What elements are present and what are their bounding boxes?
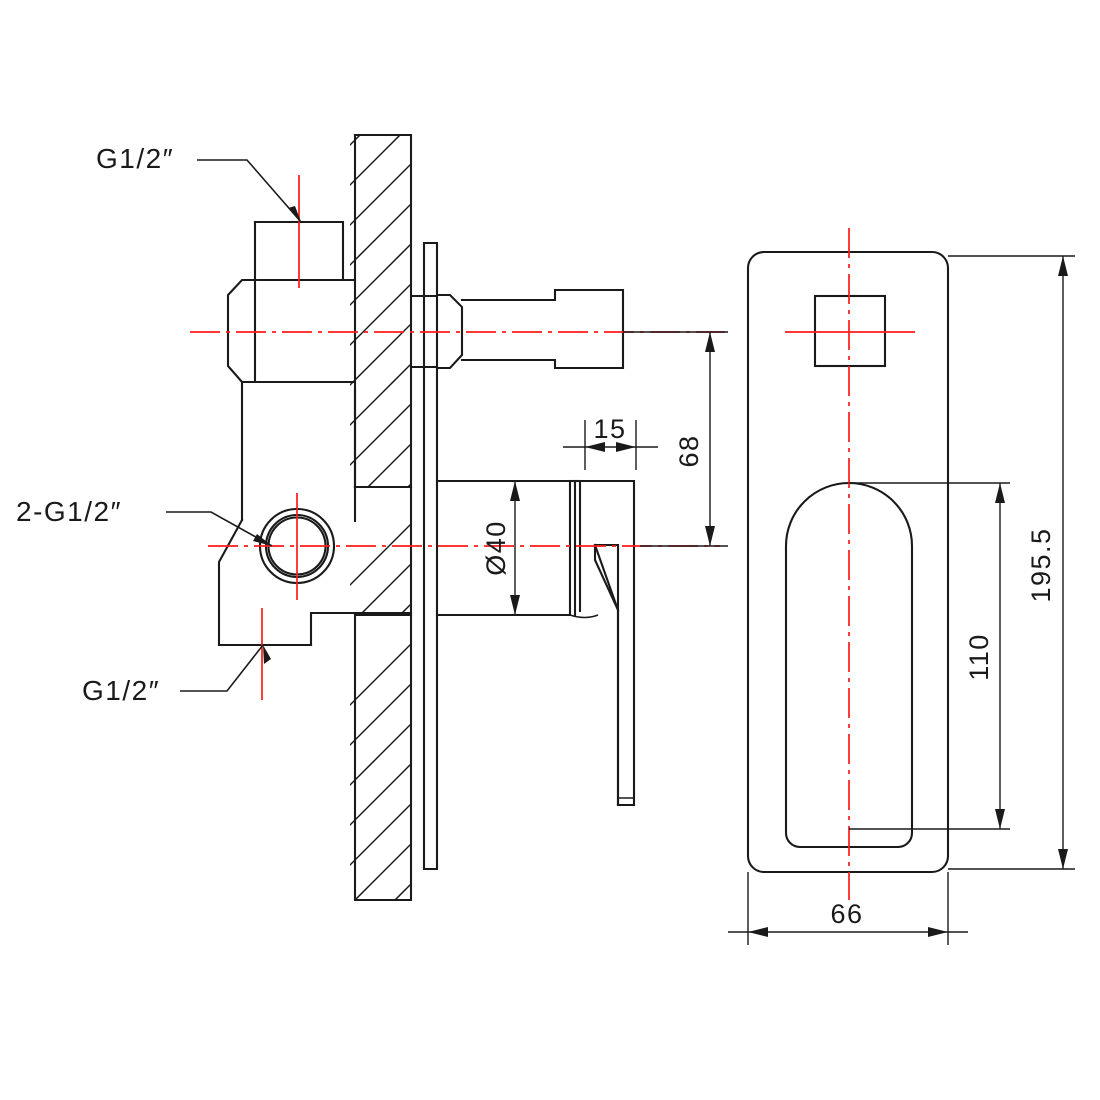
dimension-195-5: 195.5 (948, 255, 1075, 870)
centerlines-section (190, 175, 725, 700)
centerlines-front (785, 228, 915, 900)
wall-outline (353, 133, 413, 902)
leader-bottom-inlet (180, 644, 271, 692)
dimension-15: 15 (563, 414, 658, 470)
leader-top-inlet (197, 159, 302, 223)
diverter-square-button (813, 294, 887, 368)
dimension-66-label: 66 (830, 899, 863, 929)
note-bottom-inlet-label: G1/2″ (82, 675, 160, 706)
dimension-15-label: 15 (593, 414, 626, 444)
leader-side-outlets (166, 511, 273, 547)
dimension-68: 68 (623, 331, 728, 547)
lever-handle-section (578, 479, 636, 807)
dimension-68-label: 68 (674, 434, 704, 467)
note-top-inlet-label: G1/2″ (96, 143, 174, 174)
dimension-110-label: 110 (964, 633, 994, 681)
diverter-stem (460, 288, 625, 370)
dimension-66: 66 (728, 872, 968, 945)
dimension-195-5-label: 195.5 (1026, 527, 1056, 602)
dimension-110: 110 (849, 482, 1010, 830)
dimension-diameter-40-label: Ø40 (481, 520, 511, 576)
face-plate-outline (746, 250, 950, 874)
lever-handle-front (784, 481, 914, 849)
section-view: G1/2″ 2-G1/2″ G1/2″ 68 (16, 133, 728, 902)
dimension-diameter-40: Ø40 (481, 481, 520, 615)
wall-hatch-mid (350, 521, 412, 615)
note-side-outlets-label: 2-G1/2″ (16, 496, 122, 527)
top-inlet-boss (253, 220, 345, 282)
escutcheon-plate-section (422, 241, 439, 871)
valve-body-section (217, 278, 413, 647)
wall-hatch-upper (350, 135, 412, 487)
front-view: 195.5 110 66 (728, 228, 1075, 945)
cartridge-collar (409, 293, 464, 370)
wall-hatch-lower (350, 641, 412, 900)
